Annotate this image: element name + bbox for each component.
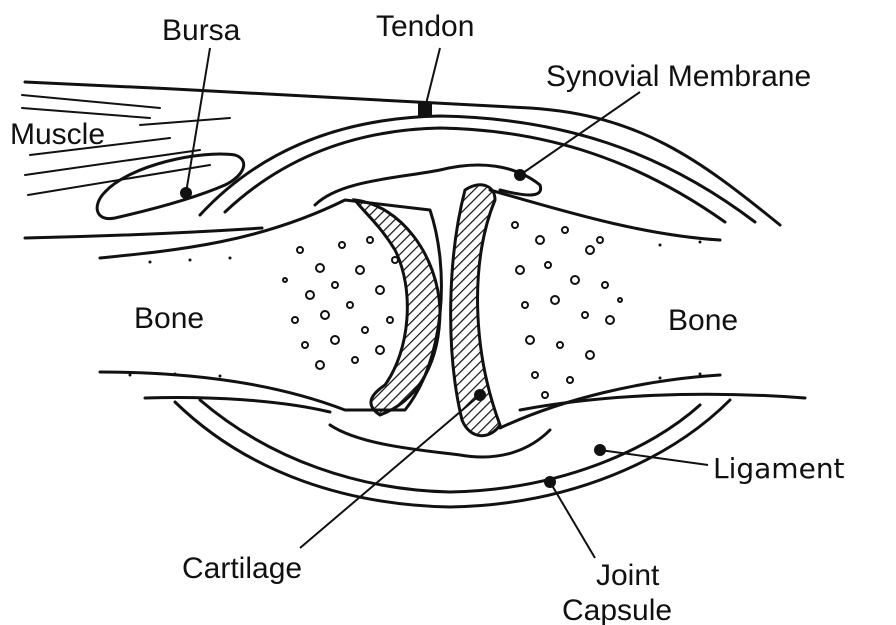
joint-capsule-marker bbox=[544, 476, 556, 488]
bursa bbox=[97, 154, 244, 219]
label-synovial-membrane: Synovial Membrane bbox=[546, 60, 811, 93]
tendon-leader bbox=[425, 48, 440, 108]
label-bursa: Bursa bbox=[162, 14, 241, 47]
label-cartilage: Cartilage bbox=[182, 552, 302, 585]
synovial-leader bbox=[520, 92, 640, 175]
bone-right-lower-edge bbox=[520, 394, 805, 410]
bone-left-lower-edge bbox=[145, 398, 330, 412]
tendon-marker bbox=[418, 102, 432, 116]
label-ligament: Ligament bbox=[713, 452, 845, 485]
label-capsule: Capsule bbox=[562, 594, 672, 625]
cartilage-left bbox=[355, 200, 440, 415]
joint-capsule-leader bbox=[550, 482, 595, 558]
spongy-bone-right bbox=[512, 222, 622, 398]
label-bone-right: Bone bbox=[668, 304, 738, 337]
label-muscle: Muscle bbox=[10, 118, 105, 151]
tendon bbox=[25, 82, 780, 225]
label-tendon: Tendon bbox=[376, 10, 474, 43]
synovial-marker bbox=[514, 169, 526, 181]
label-joint: Joint bbox=[596, 559, 660, 592]
cartilage-marker bbox=[474, 389, 486, 401]
ligament-marker bbox=[594, 444, 606, 456]
leader-lines bbox=[186, 48, 708, 558]
bursa-marker bbox=[180, 187, 192, 199]
ligament-lower bbox=[200, 400, 700, 492]
muscle-lower-edge bbox=[25, 228, 262, 238]
spongy-bone-left bbox=[283, 237, 398, 369]
label-bone-left: Bone bbox=[134, 302, 204, 335]
